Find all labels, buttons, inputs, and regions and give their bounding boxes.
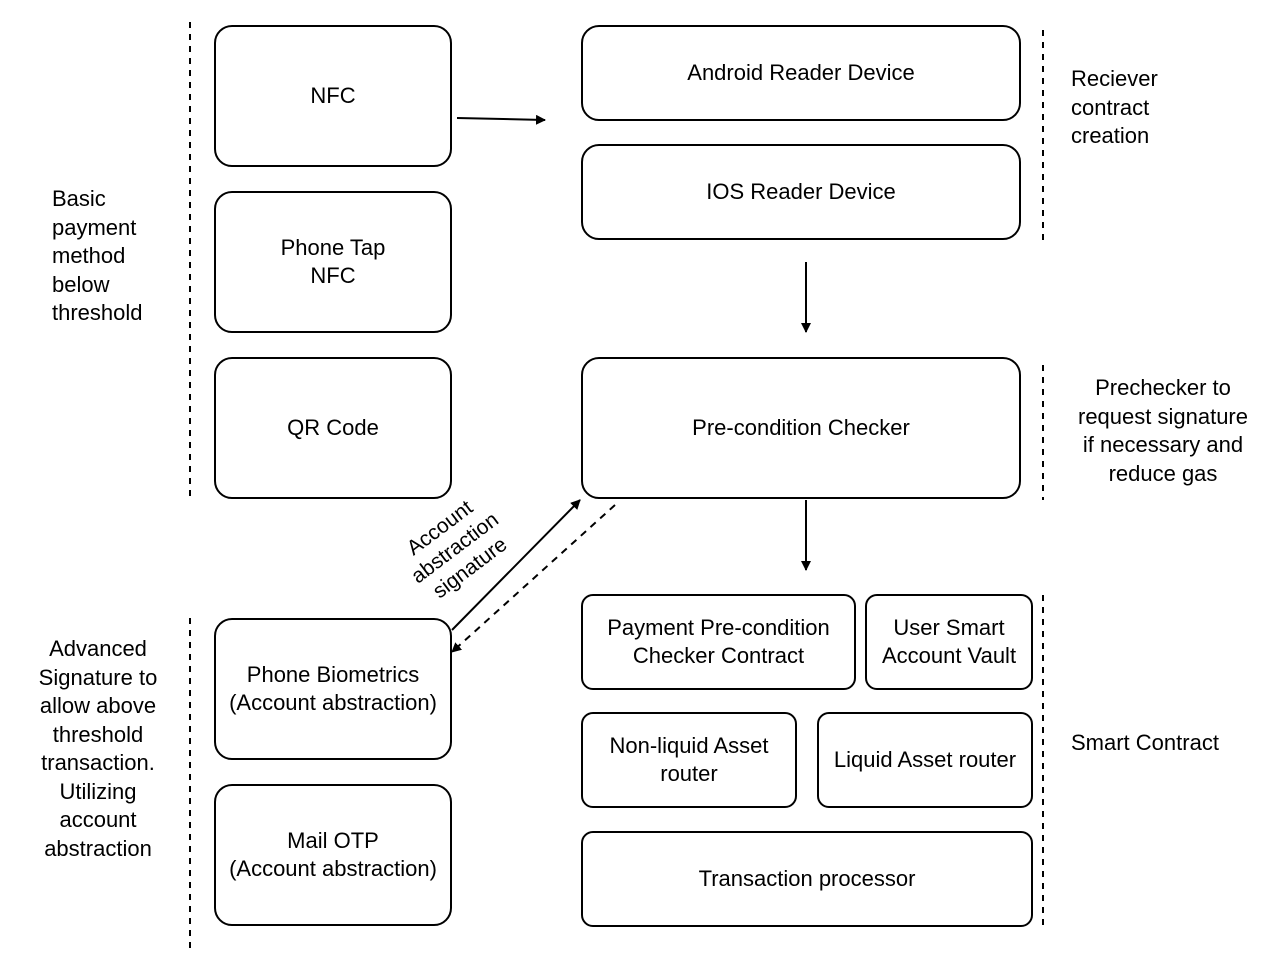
liquid-asset-router-box: Liquid Asset router — [817, 712, 1033, 808]
mail-otp-box: Mail OTP (Account abstraction) — [214, 784, 452, 926]
transaction-processor-box: Transaction processor — [581, 831, 1033, 927]
label-prechecker: Prechecker to request signature if neces… — [1078, 375, 1248, 486]
precondition-checker-box: Pre-condition Checker — [581, 357, 1021, 499]
arrow-nfc-to-reader — [456, 114, 546, 125]
phone-tap-nfc-box: Phone Tap NFC — [214, 191, 452, 333]
ios-reader-box: IOS Reader Device — [581, 144, 1021, 240]
label-advanced-signature: Advanced Signature to allow above thresh… — [38, 636, 158, 861]
label-basic-payment: Basic payment method below threshold — [52, 186, 143, 325]
label-receiver-contract: Reciever contract creation — [1071, 66, 1158, 148]
phone-biometrics-box: Phone Biometrics (Account abstraction) — [214, 618, 452, 760]
user-smart-account-vault-box: User Smart Account Vault — [865, 594, 1033, 690]
arrow-checker-to-biometrics-dashed — [451, 504, 616, 653]
nonliquid-asset-router-box: Non-liquid Asset router — [581, 712, 797, 808]
payment-precondition-contract-box: Payment Pre-condition Checker Contract — [581, 594, 856, 690]
label-smart-contract: Smart Contract — [1071, 730, 1219, 755]
arrow-signature-to-checker — [451, 499, 581, 631]
nfc-box: NFC — [214, 25, 452, 167]
qr-code-box: QR Code — [214, 357, 452, 499]
android-reader-box: Android Reader Device — [581, 25, 1021, 121]
